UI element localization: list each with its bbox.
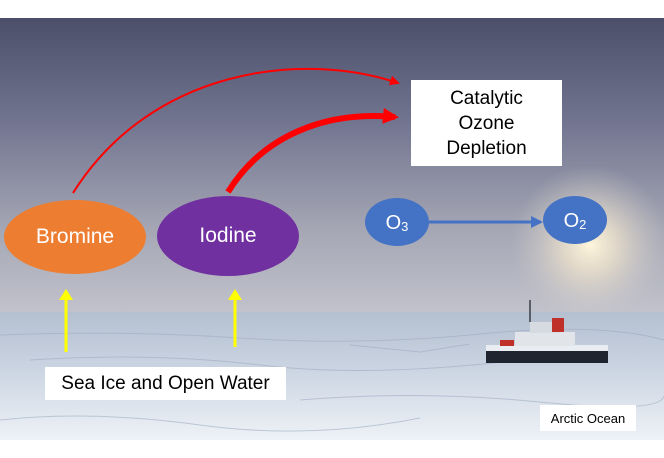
o2-base: O	[563, 209, 580, 232]
ice-texture	[0, 328, 664, 432]
bromine-node	[4, 200, 146, 274]
iodine-flux-arrow	[225, 107, 399, 194]
ship-icon	[486, 300, 608, 363]
sea-ice-open-water-label: Sea Ice and Open Water	[45, 367, 286, 400]
catalytic-ozone-depletion-box: Catalytic Ozone Depletion	[411, 80, 562, 166]
o2-subscript: 2	[579, 216, 587, 232]
o2-node	[543, 196, 607, 244]
o3-base: O	[385, 211, 402, 234]
target-line-2: Ozone	[458, 112, 515, 134]
sun-glow	[510, 165, 664, 325]
bromine-label: Bromine	[35, 225, 115, 248]
o3-subscript: 3	[401, 218, 409, 234]
target-line-3: Depletion	[446, 137, 527, 159]
bromine-flux-arrow	[72, 67, 400, 194]
target-line-1: Catalytic	[450, 87, 523, 109]
iodine-node	[157, 196, 299, 276]
iodine-label: Iodine	[199, 224, 257, 247]
o3-node	[365, 198, 429, 246]
arctic-ocean-label: Arctic Ocean	[540, 405, 636, 431]
